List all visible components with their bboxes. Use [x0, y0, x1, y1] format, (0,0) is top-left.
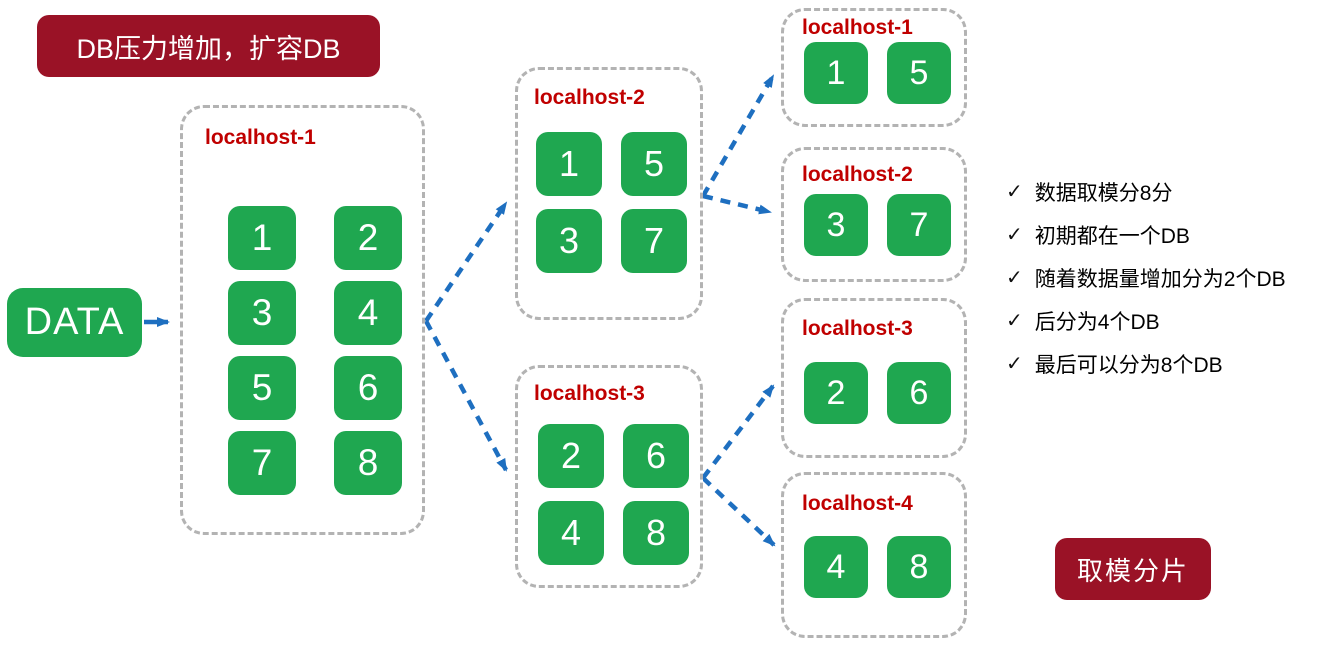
- shard-chip: 3: [536, 209, 602, 273]
- note-item: ✓ 数据取模分8分: [1006, 170, 1286, 213]
- shard-chip: 7: [621, 209, 687, 273]
- shard-chip: 1: [536, 132, 602, 196]
- note-text: 数据取模分8分: [1034, 181, 1173, 205]
- arrow-stage1-to-localhost2: [424, 201, 508, 323]
- arrow-localhost2-to-right1: [701, 74, 775, 198]
- host-box-stage2-top: localhost-2 1 5 3 7: [515, 67, 703, 320]
- arrow-localhost2-to-right2: [702, 193, 772, 215]
- note-text: 初期都在一个DB: [1034, 224, 1190, 248]
- shard-chip: 8: [623, 501, 689, 565]
- host-title: localhost-4: [802, 492, 913, 515]
- shard-chip: 4: [804, 536, 868, 598]
- shard-chip: 6: [623, 424, 689, 488]
- shard-chip: 7: [887, 194, 951, 256]
- note-text: 后分为4个DB: [1034, 310, 1160, 334]
- shard-chip: 2: [538, 424, 604, 488]
- host-title: localhost-3: [534, 382, 645, 405]
- data-source-box: DATA: [7, 288, 142, 357]
- host-box-stage3-1: localhost-1 1 5: [781, 8, 967, 127]
- host-title: localhost-1: [802, 16, 913, 39]
- check-icon: ✓: [1006, 353, 1023, 375]
- shard-chip: 7: [228, 431, 296, 495]
- check-icon: ✓: [1006, 224, 1023, 246]
- shard-chip: 1: [228, 206, 296, 270]
- check-icon: ✓: [1006, 267, 1023, 289]
- host-title: localhost-2: [802, 163, 913, 186]
- arrow-stage1-to-localhost3: [424, 319, 508, 472]
- shard-chip: 8: [334, 431, 402, 495]
- notes-list: ✓ 数据取模分8分 ✓ 初期都在一个DB ✓ 随着数据量增加分为2个DB ✓ 后…: [1006, 170, 1286, 385]
- bottom-banner: 取模分片: [1055, 538, 1211, 600]
- host-title: localhost-2: [534, 86, 645, 109]
- host-box-stage1: localhost-1 1 2 3 4 5 6 7 8: [180, 105, 425, 535]
- shard-chip: 8: [887, 536, 951, 598]
- shard-grid: 1 5 3 7: [536, 132, 687, 273]
- host-box-stage3-4: localhost-4 4 8: [781, 472, 967, 638]
- host-box-stage3-3: localhost-3 2 6: [781, 298, 967, 458]
- shard-chip: 2: [334, 206, 402, 270]
- note-item: ✓ 最后可以分为8个DB: [1006, 342, 1286, 385]
- shard-grid: 3 7: [804, 194, 951, 256]
- note-text: 最后可以分为8个DB: [1034, 353, 1223, 377]
- shard-chip: 5: [228, 356, 296, 420]
- top-banner: DB压力增加，扩容DB: [37, 15, 380, 77]
- host-title: localhost-1: [205, 126, 316, 149]
- shard-grid: 1 2 3 4 5 6 7 8: [228, 206, 402, 495]
- host-box-stage3-2: localhost-2 3 7: [781, 147, 967, 282]
- shard-chip: 4: [538, 501, 604, 565]
- shard-chip: 6: [334, 356, 402, 420]
- check-icon: ✓: [1006, 310, 1023, 332]
- shard-chip: 3: [804, 194, 868, 256]
- shard-chip: 1: [804, 42, 868, 104]
- arrow-localhost3-to-right3: [701, 384, 775, 480]
- note-item: ✓ 初期都在一个DB: [1006, 213, 1286, 256]
- shard-chip: 5: [887, 42, 951, 104]
- shard-chip: 5: [621, 132, 687, 196]
- shard-grid: 1 5: [804, 42, 951, 104]
- note-text: 随着数据量增加分为2个DB: [1034, 267, 1286, 291]
- host-title: localhost-3: [802, 317, 913, 340]
- shard-grid: 2 6: [804, 362, 951, 424]
- note-item: ✓ 随着数据量增加分为2个DB: [1006, 256, 1286, 299]
- shard-chip: 4: [334, 281, 402, 345]
- note-item: ✓ 后分为4个DB: [1006, 299, 1286, 342]
- host-box-stage2-bottom: localhost-3 2 6 4 8: [515, 365, 703, 588]
- shard-grid: 2 6 4 8: [538, 424, 689, 565]
- shard-grid: 4 8: [804, 536, 951, 598]
- arrow-localhost3-to-right4: [701, 476, 776, 547]
- check-icon: ✓: [1006, 181, 1023, 203]
- shard-chip: 6: [887, 362, 951, 424]
- shard-chip: 2: [804, 362, 868, 424]
- shard-chip: 3: [228, 281, 296, 345]
